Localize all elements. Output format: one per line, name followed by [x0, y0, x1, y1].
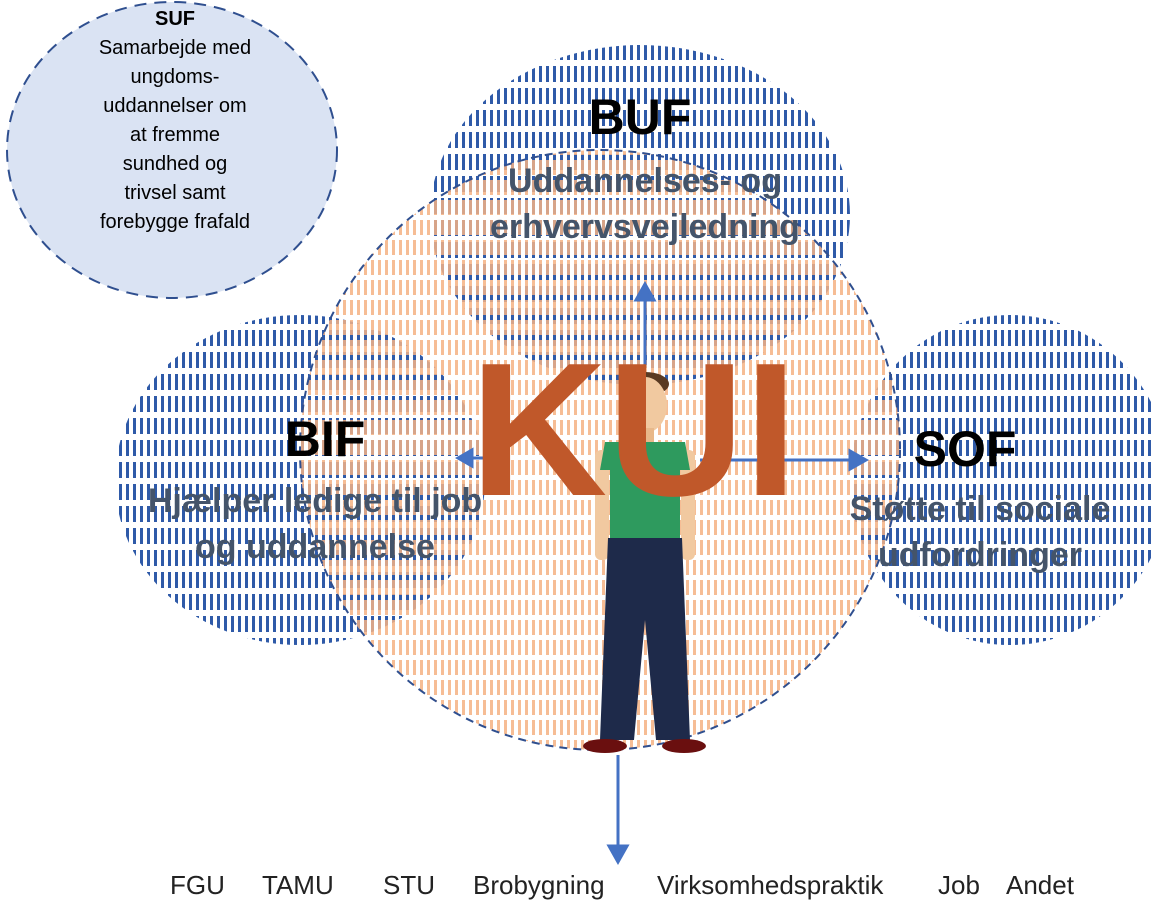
suf-description: Samarbejde med ungdoms- uddannelser om a…	[60, 34, 290, 237]
arrow-head-up-icon	[633, 280, 657, 302]
bif-title: BIF	[284, 411, 366, 467]
suf-title: SUF	[155, 8, 195, 30]
sof-subtitle: Støtte til sociale udfordringer	[849, 490, 1111, 574]
option-item: FGU	[170, 870, 225, 900]
option-item: Virksomhedspraktik	[657, 870, 884, 900]
suf-line: Samarbejde med	[98, 37, 252, 59]
buf-subtitle: Uddannelses- og erhvervsvejledning	[490, 162, 800, 246]
option-item: Job	[938, 870, 980, 900]
options-row: FGU TAMU STU Brobygning Virksomhedsprakt…	[170, 870, 1074, 906]
suf-line: trivsel samt	[124, 182, 226, 204]
suf-line: uddannelser om	[103, 95, 247, 117]
suf-line: at fremme	[129, 124, 221, 146]
arrow-head-down-icon	[606, 844, 630, 866]
bif-subtitle: Hjælper ledige til job og uddannelse	[147, 482, 483, 566]
kui-label: KUI	[470, 324, 798, 536]
option-item: Brobygning	[473, 870, 605, 900]
arrow-head-left-icon	[454, 447, 474, 469]
connector-arrows	[454, 280, 870, 866]
suf-line: sundhed og	[122, 153, 228, 175]
person-figure	[583, 372, 706, 753]
buf-title: BUF	[588, 89, 692, 145]
sof-title: SOF	[913, 421, 1017, 477]
sof-cloud	[850, 315, 1151, 645]
option-item: Andet	[1006, 870, 1074, 900]
suf-bubble	[6, 1, 338, 299]
arrow-head-right-icon	[848, 448, 870, 472]
suf-line: ungdoms-	[130, 66, 220, 88]
suf-line: forebygge frafald	[99, 211, 251, 233]
kui-circle	[299, 149, 901, 751]
option-item: STU	[383, 870, 435, 900]
option-item: TAMU	[262, 870, 334, 900]
